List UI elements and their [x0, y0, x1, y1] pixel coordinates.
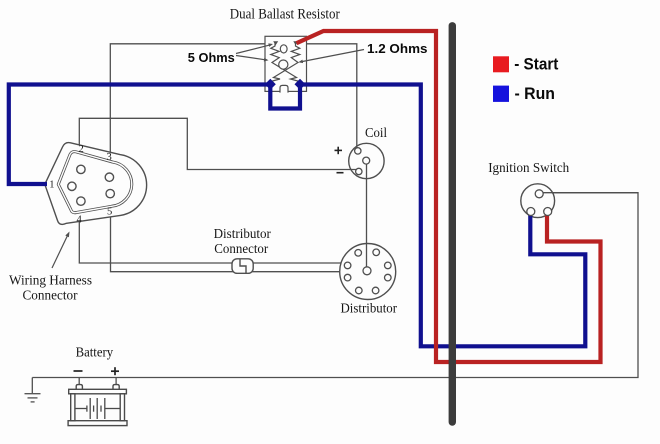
- svg-text:Ignition Switch: Ignition Switch: [488, 161, 569, 176]
- svg-text:3: 3: [107, 152, 112, 163]
- svg-text:Connector: Connector: [214, 242, 268, 257]
- svg-text:1: 1: [49, 179, 54, 190]
- svg-text:- Start: - Start: [514, 56, 559, 74]
- svg-text:Connector: Connector: [23, 289, 78, 304]
- svg-text:- Run: - Run: [515, 85, 555, 103]
- svg-text:Wiring Harness: Wiring Harness: [9, 274, 92, 289]
- svg-text:Distributor: Distributor: [341, 302, 398, 317]
- svg-text:4: 4: [77, 215, 83, 226]
- svg-text:Coil: Coil: [365, 126, 387, 141]
- svg-text:Dual Ballast Resistor: Dual Ballast Resistor: [230, 7, 340, 23]
- svg-text:2: 2: [79, 144, 84, 155]
- svg-text:5 Ohms: 5 Ohms: [188, 50, 235, 65]
- svg-text:Distributor: Distributor: [214, 227, 272, 242]
- svg-text:5: 5: [107, 207, 112, 218]
- svg-text:1.2 Ohms: 1.2 Ohms: [367, 41, 428, 56]
- svg-text:Battery: Battery: [76, 346, 114, 361]
